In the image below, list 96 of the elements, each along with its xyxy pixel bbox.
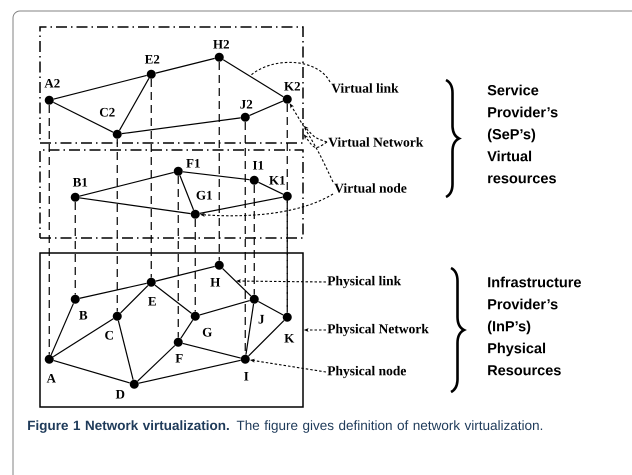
leader-line (250, 62, 330, 82)
mapping-line (116, 138, 118, 312)
network-node: G1 (190, 190, 212, 219)
node-label: G1 (196, 190, 212, 200)
annotation-label: Virtual link (331, 83, 399, 93)
network-node: B1 (70, 178, 88, 202)
network-node: K2 (282, 82, 300, 104)
link-line (258, 300, 284, 316)
network-node: A (44, 354, 56, 383)
node-label: B (79, 310, 88, 320)
link-line (182, 342, 241, 359)
link-line (249, 100, 284, 116)
node-label: J2 (240, 100, 252, 109)
node-label: D (116, 390, 124, 399)
mapping-line (254, 184, 255, 295)
node-label: C2 (100, 108, 115, 117)
node-label: H2 (213, 40, 230, 49)
link-line (222, 59, 284, 98)
annotation-label: Physical Network (327, 324, 429, 336)
node-label: G (202, 328, 212, 337)
network-node: B (70, 294, 88, 320)
link-line (54, 74, 147, 100)
node-label: B1 (72, 178, 88, 187)
link-line (50, 303, 74, 356)
link-line (80, 172, 174, 197)
node-label: I (244, 372, 248, 381)
network-node: H2 (213, 40, 229, 62)
network-node: K (282, 312, 294, 342)
link-line (179, 175, 194, 210)
link-line (80, 282, 147, 299)
mapping-line (218, 62, 220, 261)
group-label: Infrastructure Provider’s (InP’s) Physical Resources (488, 276, 581, 376)
link-line (154, 284, 192, 314)
node-label: K (284, 334, 294, 343)
annotation-label: Virtual node (334, 183, 406, 193)
link-line (54, 360, 130, 384)
node-label: K1 (269, 176, 285, 185)
network-node: D (116, 380, 139, 399)
mapping-line (48, 104, 50, 355)
figure-caption: Figure 1 Network virtualization. The figure gives definition of network virtualization. (28, 420, 542, 433)
node-label: K2 (284, 82, 300, 91)
network-node: I (240, 354, 250, 380)
link-line (122, 117, 241, 134)
network-node: E2 (144, 54, 160, 79)
link-line (120, 285, 148, 314)
link-line (200, 196, 283, 214)
node-label: C (105, 330, 113, 340)
node-label: F1 (186, 158, 200, 168)
network-box (39, 26, 304, 144)
network-node: C2 (100, 108, 122, 139)
mapping-line (178, 176, 179, 338)
link-line (248, 320, 284, 356)
group-label: Service Provider’s (SeP’s) Virtual resources (487, 84, 558, 184)
link-line (258, 182, 284, 195)
node-label: J (258, 314, 264, 324)
network-node: H (210, 260, 224, 286)
link-line (118, 320, 134, 380)
network-node: I1 (250, 160, 264, 185)
node-label: A2 (44, 78, 60, 88)
annotation-label: Physical node (327, 366, 406, 378)
link-line (119, 78, 150, 130)
link-line (138, 360, 241, 384)
link-line (200, 300, 250, 316)
node-label: I1 (252, 160, 264, 170)
node-label: F (176, 354, 183, 363)
annotation-label: Virtual Network (328, 137, 424, 147)
link-line (222, 268, 252, 296)
network-node: J2 (240, 100, 252, 122)
link-line (156, 58, 215, 74)
node-label: H (210, 278, 220, 287)
link-line (52, 318, 114, 358)
link-line (80, 197, 191, 214)
network-node: K1 (269, 176, 292, 201)
mapping-line (194, 218, 196, 312)
link-line (182, 171, 250, 180)
network-node: J (250, 294, 264, 324)
link-line (245, 304, 254, 355)
network-node: A2 (44, 78, 60, 105)
mapping-line (74, 202, 76, 295)
annotation-label: Physical link (327, 276, 402, 288)
network-node: F1 (174, 158, 200, 176)
node-label: E2 (144, 54, 160, 64)
mapping-line (150, 78, 152, 278)
link-line (137, 345, 176, 382)
network-box (39, 252, 304, 408)
network-node: F (174, 338, 183, 362)
network-node: C (105, 312, 122, 340)
node-label: A (46, 374, 56, 383)
link-line (53, 102, 114, 133)
network-node: E (146, 278, 156, 306)
node-label: E (148, 296, 156, 306)
network-node: G (190, 312, 212, 337)
mapping-line (286, 200, 288, 313)
link-line (156, 266, 215, 282)
link-line (180, 320, 194, 339)
network-box (39, 149, 304, 239)
